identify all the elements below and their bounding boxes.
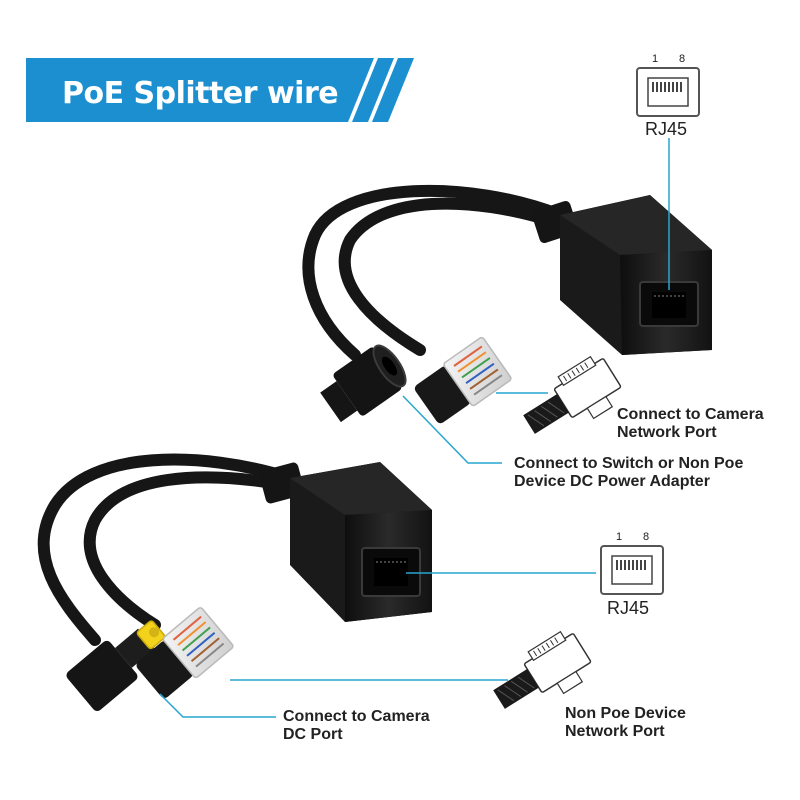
callout-line: Network Port [565,723,665,740]
callout-line: Device DC Power Adapter [514,473,710,490]
rj45-top-label: RJ45 [645,119,688,139]
bottom-dc-male-plug [66,620,166,712]
callout-camera-network-port: Connect to Camera Network Port [617,406,764,442]
rj45-port-icon-top [636,67,700,117]
bottom-rj45-female-body [290,462,432,622]
page-title: PoE Splitter wire [62,76,339,111]
network-plug-icon-bottom [493,630,592,709]
callout-line: Connect to Camera [283,708,430,725]
rj45-bottom-pin-start: 1 [616,531,623,543]
callout-line: Connect to Switch or Non Poe [514,455,744,472]
top-splitter [302,184,712,424]
leader-bottom-dc [159,693,276,718]
bottom-splitter [37,453,432,712]
callout-line: Connect to Camera [617,406,764,423]
rj45-top-pin-end: 8 [679,53,686,65]
rj45-port-icon-bottom [600,545,664,595]
callout-non-poe-network-port: Non Poe Device Network Port [565,705,686,741]
callout-line: DC Port [283,726,343,743]
top-rj45-female-body [560,195,712,355]
rj45-bottom-pin-end: 8 [643,531,650,543]
rj45-bottom-label: RJ45 [607,598,650,618]
callout-line: Network Port [617,424,717,441]
leader-top-dc [402,395,502,464]
rj45-top-pin-start: 1 [652,53,659,65]
callout-camera-dc-port: Connect to Camera DC Port [283,708,430,744]
bottom-rj45-male-plug [136,607,234,698]
network-plug-icon-top [523,355,622,434]
top-dc-female-jack [320,344,407,423]
callout-line: Non Poe Device [565,705,686,722]
callout-switch-adapter: Connect to Switch or Non Poe Device DC P… [514,455,743,491]
leader-lines [159,138,670,718]
top-rj45-male-plug [414,336,512,424]
